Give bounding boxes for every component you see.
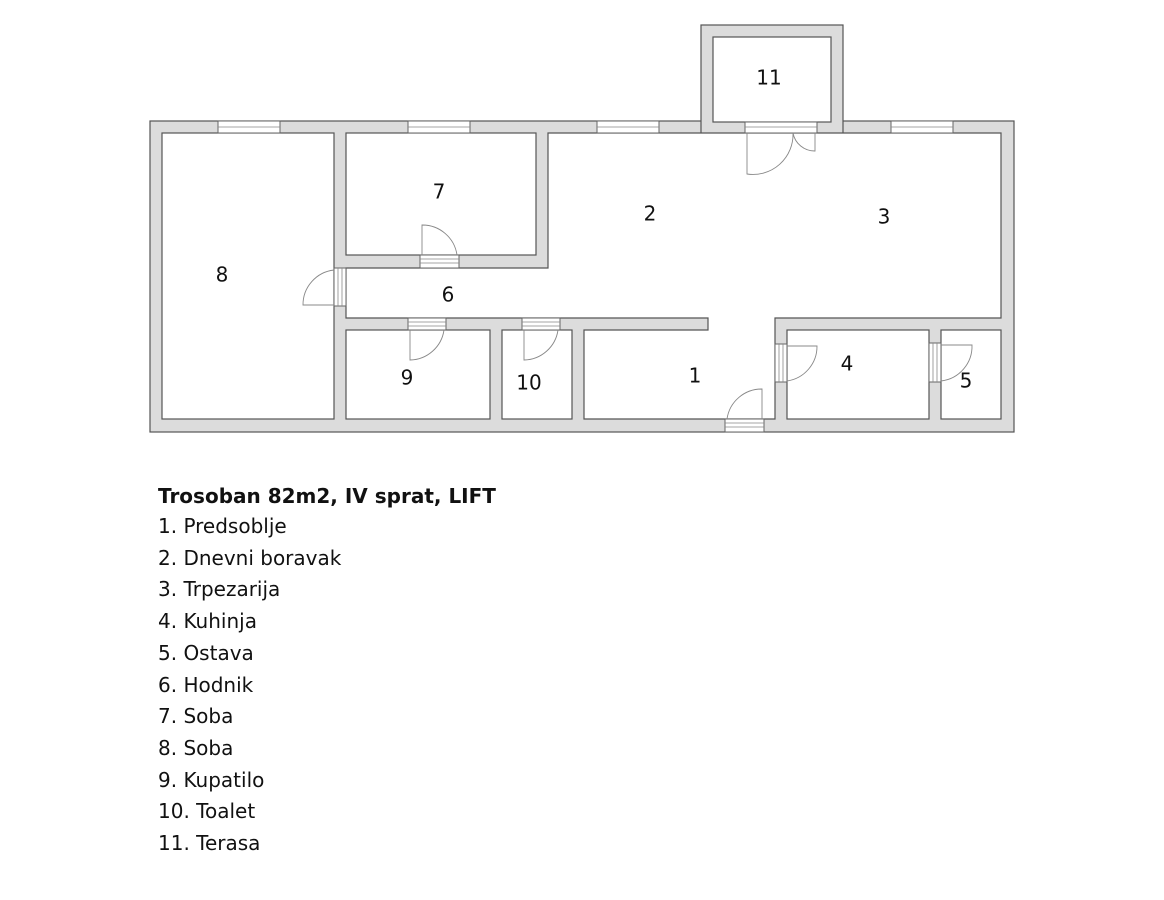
room-4-area xyxy=(786,329,930,420)
legend-item-8: 8. Soba xyxy=(158,735,234,760)
legend-item-6: 6. Hodnik xyxy=(158,672,254,697)
legend-item-5: 5. Ostava xyxy=(158,640,254,665)
door-icon xyxy=(407,317,447,361)
window-icon xyxy=(596,120,660,134)
legend-item-9: 9. Kupatilo xyxy=(158,767,265,792)
room-8-area xyxy=(161,132,335,420)
legend-item-1: 1. Predsoblje xyxy=(158,514,287,538)
room-label-9: 9 xyxy=(401,366,414,390)
room-label-4: 4 xyxy=(841,352,854,376)
windows xyxy=(217,120,954,134)
room-label-3: 3 xyxy=(878,205,891,229)
legend-item-10: 10. Toalet xyxy=(158,799,256,824)
entrance-door-icon xyxy=(724,388,765,433)
legend-item-3: 3. Trpezarija xyxy=(158,577,281,602)
room-label-5: 5 xyxy=(960,369,973,393)
room-label-7: 7 xyxy=(433,180,446,204)
room-label-2: 2 xyxy=(644,202,657,226)
legend-item-2: 2. Dnevni boravak xyxy=(158,545,342,570)
door-icon xyxy=(774,343,818,383)
legend-item-4: 4. Kuhinja xyxy=(158,609,257,634)
room-label-1: 1 xyxy=(689,364,702,388)
door-icon xyxy=(744,121,818,175)
door-icon xyxy=(419,224,460,269)
floor-plan: 1 2 3 4 5 6 7 8 9 10 11 xyxy=(149,24,1015,433)
room-label-6: 6 xyxy=(442,283,455,307)
room-label-11: 11 xyxy=(756,66,781,90)
door-icon xyxy=(521,317,561,361)
door-icon xyxy=(302,267,347,307)
room-interiors xyxy=(161,36,1002,420)
window-icon xyxy=(217,120,281,134)
room-legend: Trosoban 82m2, IV sprat, LIFT 1. Predsob… xyxy=(158,481,496,860)
door-icon xyxy=(928,342,973,383)
room-7-area xyxy=(345,132,537,256)
room-label-8: 8 xyxy=(216,263,229,287)
room-labels: 1 2 3 4 5 6 7 8 9 10 11 xyxy=(216,66,973,395)
room-label-10: 10 xyxy=(516,371,541,395)
room-11-area xyxy=(712,36,832,123)
window-icon xyxy=(890,120,954,134)
room-9-area xyxy=(345,329,491,420)
listing-title: Trosoban 82m2, IV sprat, LIFT xyxy=(158,484,496,508)
room-10-area xyxy=(501,329,573,420)
doors xyxy=(302,121,973,433)
legend-item-11: 11. Terasa xyxy=(158,831,261,856)
window-icon xyxy=(407,120,471,134)
legend-item-7: 7. Soba xyxy=(158,704,234,729)
